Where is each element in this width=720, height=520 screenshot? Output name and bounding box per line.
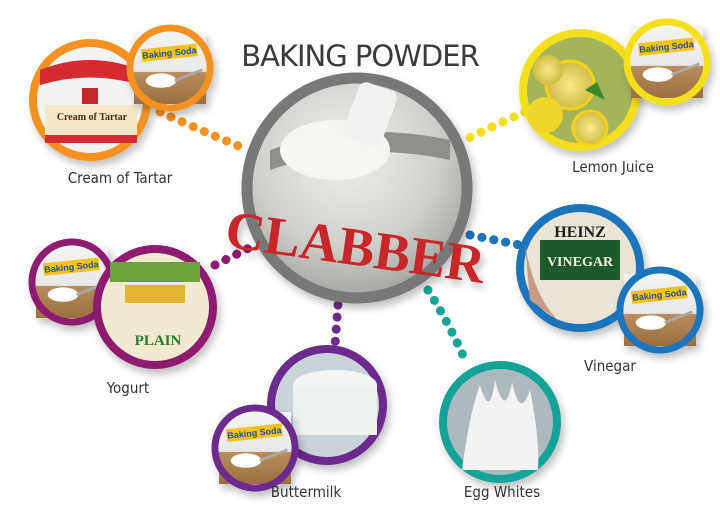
baking-soda-circle: Baking Soda <box>623 18 711 106</box>
label-egg-whites: Egg Whites <box>464 483 540 501</box>
cream-of-tartar-photo: Cream of Tartar <box>29 39 151 161</box>
yogurt-photo: PLAIN <box>93 245 217 369</box>
vinegar-photo-brand: HEINZ <box>554 224 606 241</box>
substitute-cream-of-tartar: Cream of Tartar Baking Soda Cream of Tar… <box>29 24 214 187</box>
yogurt-photo-lettering: PLAIN <box>135 333 182 349</box>
substitute-yogurt: Baking Soda PLAIN Yogurt <box>28 238 217 397</box>
label-buttermilk: Buttermilk <box>271 483 342 501</box>
label-yogurt: Yogurt <box>106 379 149 397</box>
vinegar-photo-lettering: VINEGAR <box>547 255 614 270</box>
connector-cream-of-tartar <box>155 107 253 155</box>
connector-yogurt <box>210 240 260 270</box>
connector-buttermilk <box>330 300 343 350</box>
page-title: BAKING POWDER <box>241 39 479 73</box>
lemon-juice-photo <box>519 29 641 151</box>
center-baking-powder-circle: CLABBER <box>222 72 490 304</box>
label-cream-of-tartar: Cream of Tartar <box>68 169 173 187</box>
substitute-vinegar: HEINZ VINEGAR Baking Soda Vinegar <box>516 204 704 375</box>
connectors <box>155 107 530 365</box>
connector-vinegar <box>465 230 525 250</box>
baking-soda-circle: Baking Soda <box>126 24 214 112</box>
substitute-lemon-juice: Baking Soda Lemon Juice <box>519 18 711 176</box>
baking-soda-circle: Baking Soda <box>211 404 299 492</box>
baking-soda-circle: Baking Soda <box>616 266 704 354</box>
cream-of-tartar-photo-lettering: Cream of Tartar <box>57 112 128 123</box>
egg-whites-photo <box>439 361 561 483</box>
label-lemon-juice: Lemon Juice <box>572 158 654 176</box>
label-vinegar: Vinegar <box>584 357 636 375</box>
buttermilk-photo <box>267 345 387 465</box>
connector-egg-whites <box>423 285 470 365</box>
connector-lemon-juice <box>460 107 530 145</box>
substitute-egg-whites: Egg Whites <box>439 361 561 501</box>
substitute-buttermilk: Baking Soda Buttermilk <box>211 345 387 501</box>
vinegar-photo: HEINZ VINEGAR <box>516 204 644 332</box>
